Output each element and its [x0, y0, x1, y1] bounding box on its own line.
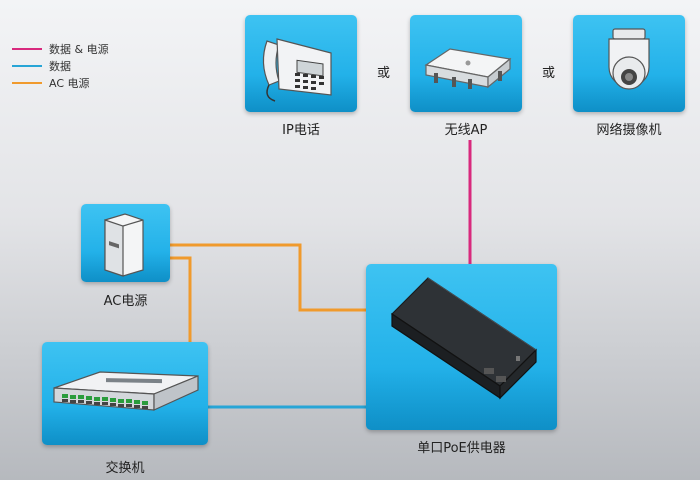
legend-item-data: 数据 [12, 57, 109, 74]
camera-icon [608, 28, 650, 90]
wire-ac-to-switch [170, 256, 192, 343]
power-supply-icon [104, 213, 144, 277]
switch-label: 交换机 [105, 461, 145, 476]
switch-icon [53, 371, 199, 411]
legend-line-blue [12, 64, 42, 67]
wireless-ap-tile [410, 15, 522, 112]
poe-injector-icon [391, 277, 537, 400]
legend-line-magenta [12, 47, 42, 50]
legend-label: AC 电源 [49, 76, 90, 90]
ac-power-label: AC电源 [103, 294, 148, 309]
network-camera-label: 网络摄像机 [596, 123, 662, 138]
ip-phone-icon [262, 38, 332, 102]
legend: 数据 & 电源 数据 AC 电源 [12, 40, 109, 91]
wireless-ap-icon [424, 48, 512, 89]
legend-label: 数据 [49, 59, 71, 73]
ip-phone-tile [245, 15, 357, 112]
legend-item-data-power: 数据 & 电源 [12, 40, 109, 57]
network-camera-tile [573, 15, 685, 112]
or-text-2: 或 [542, 66, 556, 81]
wire-ac-to-poe [170, 243, 370, 312]
poe-injector-label: 单口PoE供电器 [417, 441, 506, 456]
switch-tile [42, 342, 208, 445]
legend-line-orange [12, 81, 42, 84]
ip-phone-label: IP电话 [282, 123, 320, 138]
or-text-1: 或 [377, 66, 391, 81]
poe-injector-tile [366, 264, 557, 430]
wireless-ap-label: 无线AP [444, 123, 488, 138]
legend-item-ac-power: AC 电源 [12, 74, 109, 91]
ac-power-tile [81, 204, 170, 282]
legend-label: 数据 & 电源 [49, 42, 109, 56]
